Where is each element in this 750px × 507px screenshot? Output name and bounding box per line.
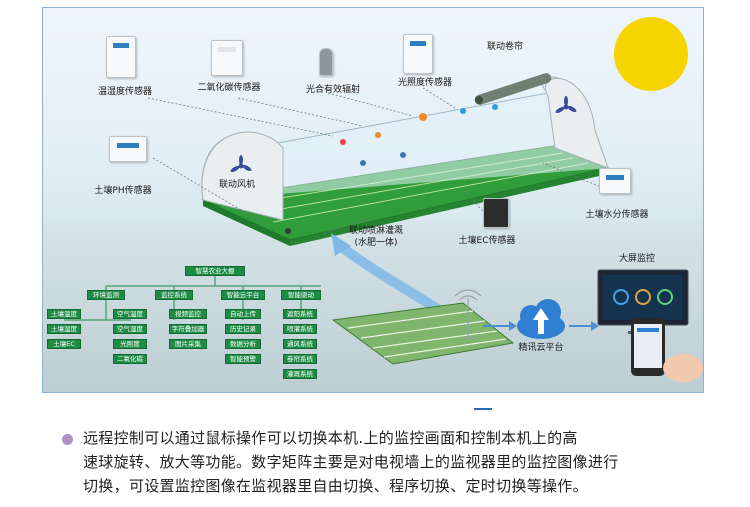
tree-cloud-item: 历史记录 bbox=[225, 324, 261, 334]
divider bbox=[474, 408, 492, 410]
body-text-line-1: 远程控制可以通过鼠标操作可以切换本机.上的监控画面和控制本机上的高 bbox=[83, 429, 578, 447]
tree-level1-cloud: 智能云平台 bbox=[221, 290, 265, 300]
tree-monitor-item: 字符叠加器 bbox=[169, 324, 207, 334]
bullet-dot bbox=[62, 434, 73, 445]
label-co2: 二氧化碳传感器 bbox=[197, 83, 261, 93]
greenhouse-illustration bbox=[64, 17, 703, 382]
tree-drive-item: 卷帘系统 bbox=[283, 354, 317, 364]
par-sensor-icon bbox=[319, 48, 333, 76]
tree-level1-monitor: 监控系统 bbox=[155, 290, 193, 300]
soil-moisture-sensor-icon bbox=[599, 168, 631, 194]
big-screen-monitor-icon bbox=[597, 269, 689, 334]
temp-humidity-sensor-icon bbox=[106, 36, 136, 78]
phone-icon bbox=[631, 318, 703, 382]
label-sprinkler: 联动喷淋灌溉 bbox=[348, 226, 404, 236]
co2-sensor-icon bbox=[211, 40, 243, 76]
label-temp-humidity: 温湿度传感器 bbox=[97, 87, 153, 97]
tree-env-item: 土壤EC bbox=[47, 339, 81, 349]
diagram-panel: 温湿度传感器 二氧化碳传感器 光合有效辐射 光照度传感器 联动卷帘 土壤PH传感… bbox=[42, 7, 704, 393]
tree-monitor-item: 视频监控 bbox=[169, 309, 207, 319]
label-par: 光合有效辐射 bbox=[305, 85, 361, 95]
tree-level1-env: 环境监测 bbox=[87, 290, 125, 300]
sun-icon bbox=[614, 17, 688, 91]
label-cloud: 精讯云平台 bbox=[518, 343, 564, 353]
light-sensor-icon bbox=[403, 34, 433, 74]
farm-plots bbox=[331, 302, 515, 365]
body-text-line-2: 速球旋转、放大等功能。数字矩阵主要是对电视墙上的监视器里的监控图像进行 bbox=[83, 453, 619, 471]
tree-cloud-item: 自动上传 bbox=[225, 309, 261, 319]
tree-air-item: 二氧化碳 bbox=[113, 354, 147, 364]
tree-cloud-item: 智能预警 bbox=[225, 354, 261, 364]
label-big-screen: 大屏监控 bbox=[618, 254, 656, 264]
tree-air-item: 空气温度 bbox=[113, 309, 147, 319]
tree-env-item: 土壤湿度 bbox=[47, 324, 81, 334]
tree-cloud-item: 数据分析 bbox=[225, 339, 261, 349]
label-light: 光照度传感器 bbox=[397, 78, 453, 88]
label-soil-ph: 土壤PH传感器 bbox=[94, 186, 152, 196]
soil-ph-sensor-icon bbox=[109, 136, 147, 162]
tree-air-item: 光照度 bbox=[113, 339, 147, 349]
tree-level1-drive: 智能驱动 bbox=[281, 290, 321, 300]
label-roller-curtain: 联动卷帘 bbox=[486, 42, 524, 52]
tree-root: 智慧农业大棚 bbox=[185, 266, 245, 276]
roller-curtain-icon bbox=[474, 73, 552, 105]
tree-monitor-item: 图片采集 bbox=[169, 339, 207, 349]
tree-drive-item: 通风系统 bbox=[283, 339, 317, 349]
label-sprinkler-sub: (水肥一体) bbox=[354, 238, 398, 248]
background-field bbox=[43, 223, 703, 392]
fan-icon bbox=[230, 155, 252, 173]
data-flow-arrow bbox=[338, 243, 448, 318]
cloud-icon bbox=[517, 299, 565, 339]
soil-ec-sensor-icon bbox=[483, 198, 509, 228]
body-text-line-3: 切换，可设置监控图像在监视器里自由切换、程序切换、定时切换等操作。 bbox=[83, 477, 588, 495]
tree-drive-item: 遮阳系统 bbox=[283, 309, 317, 319]
label-soil-ec: 土壤EC传感器 bbox=[458, 236, 516, 246]
antenna-icon bbox=[454, 289, 482, 339]
tree-drive-item: 灌溉系统 bbox=[283, 369, 317, 379]
label-fan: 联动风机 bbox=[218, 180, 256, 190]
tree-env-item: 土壤温度 bbox=[47, 309, 81, 319]
label-soil-moisture: 土壤水分传感器 bbox=[585, 210, 649, 220]
tree-drive-item: 喷灌系统 bbox=[283, 324, 317, 334]
tree-air-item: 空气湿度 bbox=[113, 324, 147, 334]
